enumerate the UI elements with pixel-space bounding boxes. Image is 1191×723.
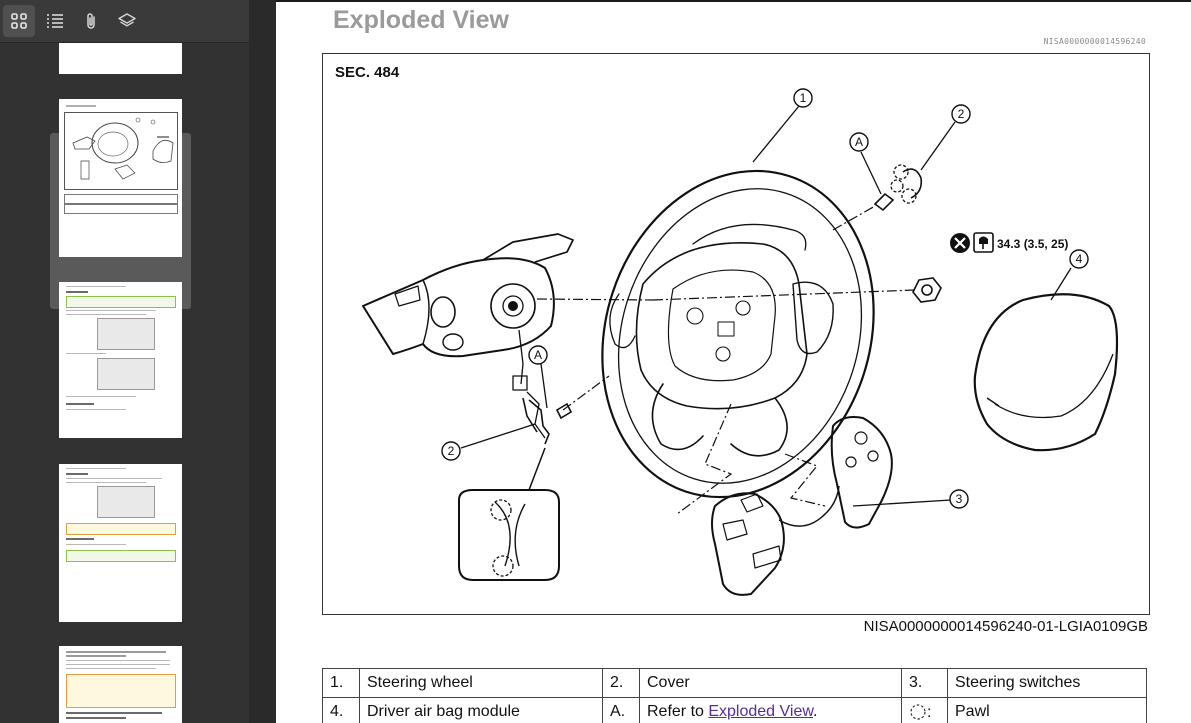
legend-text: Steering switches — [947, 668, 1147, 698]
legend-suffix: . — [813, 703, 818, 720]
exploded-view-link[interactable]: Exploded View — [708, 703, 814, 720]
callout-label: 2 — [448, 444, 455, 458]
thumbnails-button[interactable] — [3, 5, 35, 37]
callout-label: 4 — [1076, 252, 1083, 266]
legend-number: 1. — [322, 668, 360, 698]
callout-label: 1 — [800, 91, 807, 105]
legend-number: : — [927, 703, 932, 721]
callout-label: 2 — [958, 107, 965, 121]
legend-text: Refer to — [647, 703, 709, 720]
legend-number: 4. — [322, 697, 360, 723]
outline-icon — [47, 14, 63, 28]
thumbnail-sidebar — [0, 0, 249, 723]
torque-wrench-icon — [973, 232, 994, 253]
table-row: 1. Steering wheel 2. Cover 3. Steering s… — [322, 668, 1147, 698]
layers-icon — [118, 13, 136, 27]
legend-symbol: : — [901, 697, 948, 723]
callout-label: A — [855, 135, 863, 149]
legend-text: Driver air bag module — [359, 697, 603, 723]
figure-caption: NISA0000000014596240-01-LGIA0109GB — [863, 618, 1148, 635]
layers-button[interactable] — [111, 5, 143, 37]
legend-number: 3. — [901, 668, 948, 698]
page-thumbnail[interactable] — [59, 43, 182, 74]
document-page: Exploded View NISA0000000014596240 — [276, 0, 1191, 723]
torque-spec: 34.3 (3.5, 25) — [997, 237, 1068, 251]
legend-number: 2. — [602, 668, 640, 698]
page-thumbnail[interactable] — [59, 646, 182, 723]
attachments-button[interactable] — [75, 5, 107, 37]
exploded-view-figure: 1 2 A 4 A 2 3 34.3 (3.5, 25) SEC. 484 — [322, 53, 1150, 615]
legend-text: Cover — [639, 668, 902, 698]
callout-label: A — [534, 348, 542, 362]
table-row: 4. Driver air bag module A. Refer to Exp… — [322, 697, 1147, 723]
outline-button[interactable] — [39, 5, 71, 37]
callout-label: 3 — [956, 492, 963, 506]
page-thumbnail-current[interactable] — [59, 99, 182, 257]
sidebar-toolbar — [0, 0, 249, 43]
page-thumbnail[interactable] — [59, 282, 182, 438]
thumbnails-icon — [11, 13, 27, 29]
parts-legend-table: 1. Steering wheel 2. Cover 3. Steering s… — [322, 668, 1147, 723]
legend-number: A. — [602, 697, 640, 723]
legend-text: Steering wheel — [359, 668, 603, 698]
section-label: SEC. 484 — [335, 64, 400, 81]
legend-reference: Refer to Exploded View. — [639, 697, 902, 723]
page-thumbnail[interactable] — [59, 464, 182, 622]
pawl-icon — [910, 703, 926, 720]
attachments-icon — [87, 13, 95, 29]
document-id: NISA0000000014596240 — [1043, 37, 1146, 46]
do-not-reuse-icon — [950, 233, 970, 253]
legend-text: Pawl — [947, 697, 1147, 723]
sidebar-scrollbar[interactable] — [249, 0, 276, 723]
exploded-view-drawing: 1 2 A 4 A 2 3 34.3 (3.5, 25) — [362, 88, 1119, 596]
page-title: Exploded View — [333, 6, 509, 34]
thumbnail-list — [0, 43, 249, 723]
